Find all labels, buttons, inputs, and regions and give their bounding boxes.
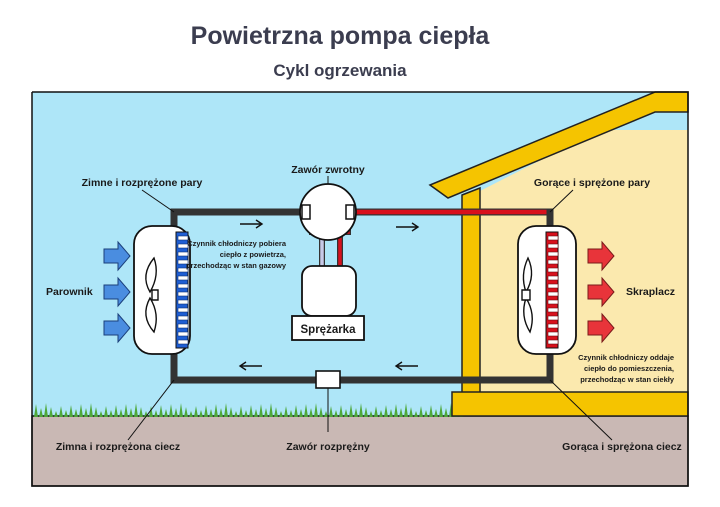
coil-fin — [547, 307, 559, 313]
evaporator-unit — [133, 225, 191, 355]
note-left: Czynnik chłodniczy pobiera ciepło z powi… — [186, 239, 287, 270]
coil-fin — [177, 291, 189, 297]
label-hot-liquid: Gorąca i sprężona ciecz — [562, 441, 682, 453]
leader-lines — [127, 176, 613, 441]
coil-fin — [547, 323, 559, 329]
house-outline — [31, 91, 689, 487]
label-cold-vapor: Zimne i rozprężone pary — [82, 177, 203, 189]
house-wall-frame — [461, 186, 481, 399]
note-right: Czynnik chłodniczy oddaje ciepło do pomi… — [578, 353, 675, 384]
label-condenser: Skraplacz — [626, 286, 675, 298]
grass-icon — [34, 403, 463, 417]
coil-fin — [547, 259, 559, 265]
coil-fin — [547, 283, 559, 289]
note-right-line: Czynnik chłodniczy oddaje — [578, 353, 674, 362]
coil-fin — [547, 331, 559, 337]
coil-fin — [177, 243, 189, 249]
note-left-line: przechodząc w stan gazowy — [186, 261, 287, 270]
condenser-unit — [517, 225, 577, 355]
coil-fin — [547, 339, 559, 345]
note-left-line: Czynnik chłodniczy pobiera — [187, 239, 287, 248]
compressor-label: Sprężarka — [301, 324, 357, 336]
coil-fin — [177, 267, 189, 273]
coil-fin — [177, 251, 189, 257]
fan-icon — [521, 256, 533, 334]
coil-fin — [177, 315, 189, 321]
compressor-body — [301, 265, 357, 317]
compressor-label-box — [291, 315, 365, 341]
condenser-fins — [547, 235, 559, 345]
expansion-valve — [315, 370, 341, 389]
hot-air-arrow-icon — [587, 240, 615, 344]
coil-fin — [177, 339, 189, 345]
page-title: Powietrzna pompa ciepła — [191, 22, 491, 50]
coil-fin — [177, 275, 189, 281]
coil-fin — [547, 243, 559, 249]
label-check-valve: Zawór zwrotny — [291, 164, 365, 176]
coil-fin — [547, 275, 559, 281]
note-right-line: ciepło do pomieszczenia, — [584, 364, 674, 373]
coil-fin — [177, 259, 189, 265]
coil-fin — [547, 315, 559, 321]
coil-fin — [547, 251, 559, 257]
label-evaporator: Parownik — [46, 286, 93, 298]
coil-fin — [177, 323, 189, 329]
condenser-coil — [545, 231, 559, 349]
evaporator-fins — [177, 235, 189, 345]
coil-fin — [547, 299, 559, 305]
label-expansion-valve: Zawór rozprężny — [286, 441, 370, 453]
coil-fin — [177, 299, 189, 305]
check-valve-ports — [301, 204, 355, 220]
grass-blades — [34, 403, 463, 417]
note-left-line: ciepło z powietrza, — [220, 250, 286, 259]
coil-fin — [177, 307, 189, 313]
flow-arrow-icon — [238, 219, 420, 371]
evaporator-coil — [175, 231, 189, 349]
coil-fin — [547, 267, 559, 273]
coil-fin — [177, 283, 189, 289]
coil-fin — [547, 291, 559, 297]
label-hot-vapor: Gorące i sprężone pary — [534, 177, 650, 189]
page-subtitle: Cykl ogrzewania — [273, 61, 407, 80]
fan-icon — [145, 256, 159, 334]
coil-fin — [177, 235, 189, 241]
coil-fin — [547, 235, 559, 241]
coil-fin — [177, 331, 189, 337]
note-right-line: przechodząc w stan ciekły — [580, 375, 675, 384]
house-floor — [451, 391, 689, 417]
cold-air-arrow-icon — [103, 240, 131, 344]
compressor: Sprężarka — [291, 265, 365, 341]
label-cold-liquid: Zimna i rozprężona ciecz — [56, 441, 180, 453]
ground — [31, 415, 689, 487]
